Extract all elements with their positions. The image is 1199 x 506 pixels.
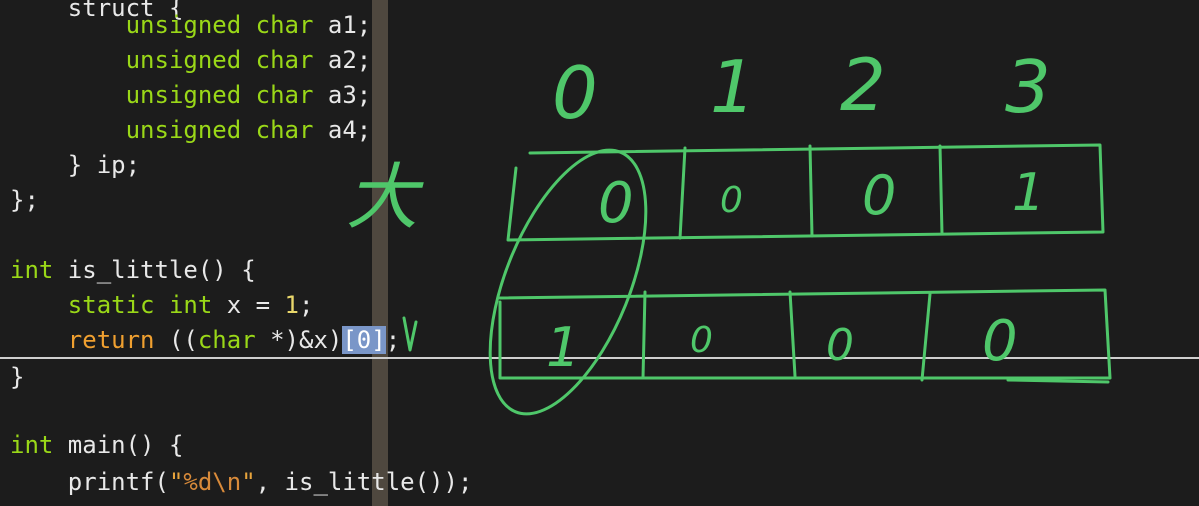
code-line-main-decl: int main() { bbox=[10, 431, 184, 459]
cursor-column-highlight bbox=[372, 0, 388, 506]
note-big-char: 大 bbox=[346, 155, 424, 239]
code-line-return: return ((char *)&x)[0]; bbox=[67, 326, 401, 354]
bottom-cell-2: 0 bbox=[826, 320, 854, 371]
code-line-a1: unsigned char a1; bbox=[125, 11, 372, 39]
bottom-row-divider-3 bbox=[920, 292, 932, 382]
bottom-cell-1: 0 bbox=[690, 320, 713, 361]
bottom-row-divider-1 bbox=[641, 290, 647, 380]
bottom-row-divider-2 bbox=[788, 290, 797, 378]
code-line-a4: unsigned char a4; bbox=[125, 116, 372, 144]
index-label-2: 2 bbox=[840, 43, 886, 127]
top-row-divider-2 bbox=[808, 144, 814, 238]
index-label-0: 0 bbox=[552, 51, 598, 135]
index-label-3: 3 bbox=[1005, 45, 1051, 129]
code-line-is-little-decl: int is_little() { bbox=[10, 256, 256, 284]
code-line-func-close: } bbox=[10, 363, 25, 391]
bottom-cell-0: 1 bbox=[546, 316, 580, 379]
code-line-static-int: static int x = 1; bbox=[67, 291, 314, 319]
bottom-row-box bbox=[498, 288, 1112, 380]
top-cell-2: 0 bbox=[862, 164, 896, 227]
code-line-a2: unsigned char a2; bbox=[125, 46, 372, 74]
top-row-divider-1 bbox=[678, 146, 687, 240]
top-row-divider-3 bbox=[938, 144, 944, 236]
code-mark-stroke bbox=[402, 316, 418, 352]
code-line-printf: printf("%d\n", is_little()); bbox=[67, 468, 473, 496]
bottom-cell-3: 0 bbox=[982, 309, 1018, 374]
selected-text: [0] bbox=[342, 326, 386, 354]
bottom-row-underline bbox=[1006, 378, 1110, 384]
index-label-1: 1 bbox=[710, 45, 756, 129]
code-line-ip-close: } ip; bbox=[10, 151, 141, 179]
first-column-circle bbox=[488, 148, 648, 416]
top-cell-3: 1 bbox=[1012, 163, 1045, 223]
top-cell-0: 0 bbox=[598, 171, 634, 236]
top-cell-1: 0 bbox=[720, 180, 743, 221]
code-line-union-close: }; bbox=[10, 186, 39, 214]
top-row-box bbox=[506, 143, 1105, 242]
code-line-struct-open: struct { bbox=[67, 0, 184, 22]
code-line-a3: unsigned char a3; bbox=[125, 81, 372, 109]
